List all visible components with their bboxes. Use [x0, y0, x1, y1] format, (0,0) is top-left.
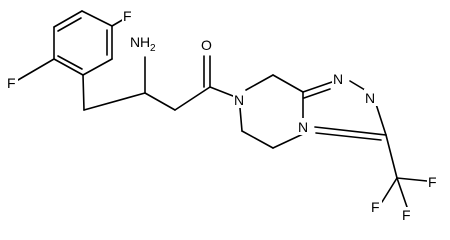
bond — [82, 58, 113, 76]
atom-label-cf3-f-bottom: F — [402, 207, 411, 223]
bond — [303, 88, 331, 99]
bond — [396, 177, 408, 208]
bond — [315, 132, 382, 141]
bond — [83, 92, 146, 111]
molecule-drawing: F F N H 2 O N N N N F F F — [6, 8, 439, 223]
structure-diagram: F F N H 2 O N N N N F F F — [6, 8, 439, 223]
bond — [375, 103, 387, 136]
bond — [82, 74, 85, 111]
atom-label-f-top: F — [123, 8, 132, 24]
bond — [302, 81, 333, 93]
bond — [57, 55, 83, 70]
bond — [17, 58, 55, 81]
atom-label-set: F F N H 2 O N N N N F F F — [6, 8, 439, 223]
atom-label-cf3-f-left: F — [371, 199, 380, 215]
atom-label-cf3-f-right: F — [428, 174, 437, 190]
bond — [53, 10, 83, 28]
bond — [272, 74, 304, 93]
bond — [272, 133, 304, 149]
bond — [239, 107, 243, 132]
bond — [57, 17, 82, 32]
atom-label-amine-subscript: 2 — [150, 43, 156, 54]
atom-label-carbonyl-o: O — [201, 37, 212, 53]
atom-label-amine-n: N — [130, 34, 140, 50]
bond — [53, 58, 84, 76]
bond — [81, 10, 113, 27]
atom-label-amine-h: H — [140, 34, 150, 50]
atom-label-triazole-n-top-left: N — [333, 71, 343, 87]
bond — [396, 177, 428, 182]
atom-label-ring-n-amide: N — [234, 92, 244, 108]
bond — [381, 177, 398, 203]
atom-label-triazole-n-bridge: N — [298, 119, 308, 135]
bond — [209, 86, 234, 97]
bond — [245, 74, 274, 91]
bond — [314, 126, 387, 136]
bond — [385, 134, 398, 179]
bond — [241, 130, 274, 149]
atom-label-triazole-n-top-right: N — [365, 90, 375, 106]
bond-set — [17, 10, 428, 208]
bond — [174, 86, 211, 111]
atom-label-f-left: F — [7, 75, 16, 91]
bond — [144, 92, 176, 111]
